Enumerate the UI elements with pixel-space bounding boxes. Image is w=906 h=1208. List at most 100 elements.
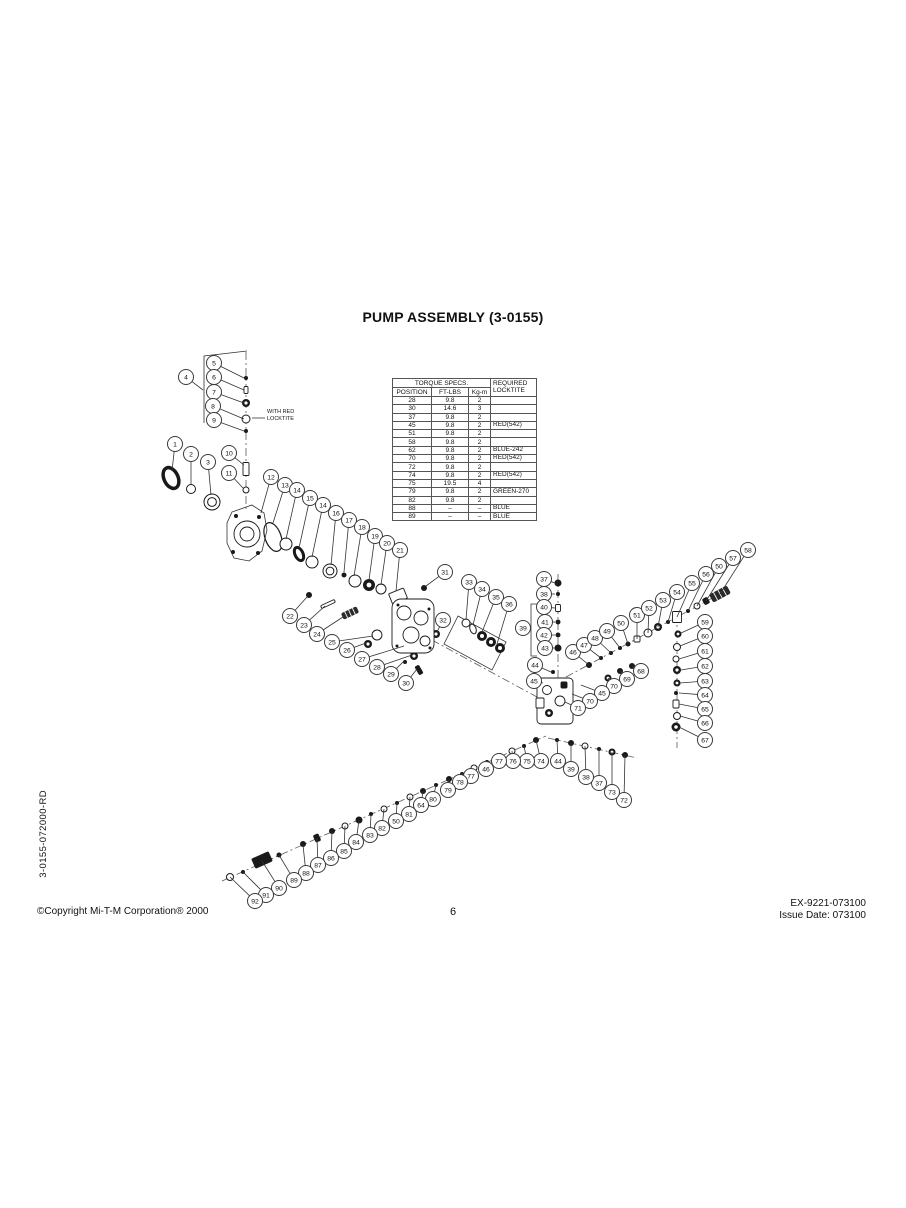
callout-37: 37 [536,571,556,587]
part-dot [257,515,261,519]
callout-41: 41 [537,614,555,630]
svg-text:66: 66 [701,720,709,727]
part-ball [421,585,427,591]
callout-71: 71 [564,700,586,716]
svg-text:18: 18 [358,524,366,531]
side-drawing-number: 3-0155-072000-RD [38,790,49,878]
callout-14: 14 [311,497,331,558]
part-circle [233,520,261,548]
part-dot [244,376,248,380]
svg-text:44: 44 [554,758,562,765]
part-spring [341,606,359,620]
callout-1: 1 [167,436,183,472]
part-ring [348,574,362,588]
svg-text:6: 6 [212,374,216,381]
callout-82: 82 [374,808,390,836]
part-dot [674,691,678,695]
callout-25: 25 [324,634,374,650]
callout-56: 56 [687,566,714,612]
svg-text:80: 80 [429,796,437,803]
svg-text:31: 31 [441,569,449,576]
callout-48: 48 [587,630,612,654]
part-washer [322,563,338,579]
svg-text:46: 46 [569,649,577,656]
part-disc [364,640,372,648]
svg-text:73: 73 [608,789,616,796]
bracket-line [203,350,248,423]
svg-text:26: 26 [343,647,351,654]
svg-text:16: 16 [332,510,340,517]
svg-text:46: 46 [482,766,490,773]
part-ring [279,537,293,551]
part-dot [555,632,561,638]
part-dot [395,644,399,648]
callout-87: 87 [310,837,326,873]
svg-text:38: 38 [582,774,590,781]
svg-text:67: 67 [701,737,709,744]
callout-45: 45 [580,684,610,701]
callout-40: 40 [536,599,556,615]
part-ring [672,655,680,663]
part-dot [244,429,248,433]
callout-15: 15 [298,490,318,549]
svg-text:54: 54 [673,589,681,596]
svg-text:37: 37 [540,576,548,583]
callout-92: 92 [229,876,263,909]
svg-text:10: 10 [225,450,233,457]
callout-18: 18 [353,519,370,577]
part-ring [242,486,250,494]
callout-46: 46 [478,761,494,777]
part-disc [545,709,553,717]
svg-text:70: 70 [610,683,618,690]
callout-44: 44 [550,739,566,769]
part-dot [234,514,238,518]
callout-85: 85 [336,825,352,859]
part-ball [554,579,562,587]
callout-10: 10 [221,445,245,466]
callout-28: 28 [369,654,413,675]
svg-text:64: 64 [417,802,425,809]
svg-text:72: 72 [620,797,628,804]
svg-text:7: 7 [212,389,216,396]
part-dot [427,607,431,611]
svg-text:55: 55 [688,580,696,587]
part-oring [263,522,283,552]
svg-text:41: 41 [541,619,549,626]
part-washer [203,493,221,511]
part-dot [256,551,260,555]
part-rect [560,681,568,689]
svg-text:2: 2 [189,451,193,458]
svg-text:63: 63 [701,678,709,685]
callout-90: 90 [261,860,287,896]
svg-text:87: 87 [314,862,322,869]
callout-70: 70 [571,693,598,709]
part-circle [413,610,429,626]
callout-54: 54 [667,584,685,623]
svg-text:52: 52 [645,605,653,612]
callout-43: 43 [537,640,555,656]
svg-text:82: 82 [378,825,386,832]
svg-text:65: 65 [701,706,709,713]
callout-88: 88 [298,844,314,881]
callout-64: 64 [413,790,429,813]
svg-text:30: 30 [402,680,410,687]
callout-89: 89 [278,854,302,888]
svg-text:75: 75 [523,758,531,765]
svg-text:78: 78 [456,779,464,786]
callout-50: 50 [388,802,404,829]
part-rect [672,699,680,709]
svg-text:69: 69 [623,676,631,683]
callout-22: 22 [282,596,308,624]
callout-23: 23 [296,605,326,633]
part-rect [320,599,336,609]
callout-83: 83 [362,813,378,843]
callout-12: 12 [260,469,279,514]
part-dot [555,619,561,625]
callout-31: 31 [425,564,453,587]
part-rect [414,665,424,675]
torque-cell: BLUE [490,512,537,522]
